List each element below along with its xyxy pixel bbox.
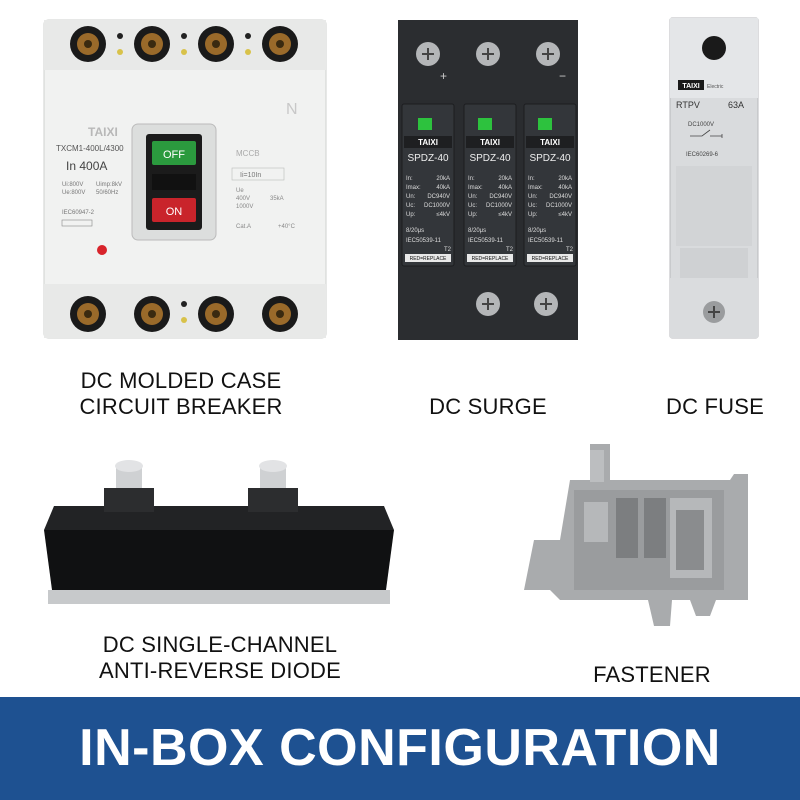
svg-text:Imax:: Imax:	[528, 185, 543, 191]
svg-text:Up:: Up:	[528, 212, 538, 218]
terminal-screws-bottom	[70, 296, 298, 332]
svg-text:SPDZ-40: SPDZ-40	[529, 153, 571, 164]
svg-text:20kA: 20kA	[498, 176, 512, 182]
svg-text:TAIXI: TAIXI	[418, 138, 438, 147]
svg-text:+40°C: +40°C	[278, 224, 296, 230]
svg-text:T2: T2	[444, 247, 452, 253]
in-box-banner	[0, 697, 800, 800]
svg-text:40kA: 40kA	[558, 185, 572, 191]
svg-text:Imax:: Imax:	[406, 185, 421, 191]
svg-text:TAIXI: TAIXI	[480, 138, 500, 147]
svg-text:Uc:: Uc:	[468, 203, 477, 209]
svg-text:RED=REPLACE: RED=REPLACE	[472, 256, 509, 262]
mccb-model: TXCM1-400L/4300	[56, 144, 124, 153]
svg-text:DC940V: DC940V	[489, 194, 512, 200]
svg-text:Cat.A: Cat.A	[236, 224, 251, 230]
off-button-label	[152, 141, 196, 165]
svg-text:63A: 63A	[728, 100, 744, 110]
banner-title: IN-BOX CONFIGURATION	[79, 719, 721, 777]
svg-text:Un:: Un:	[468, 194, 478, 200]
svg-text:40kA: 40kA	[498, 185, 512, 191]
svg-text:Ui:800V: Ui:800V	[62, 182, 83, 188]
svg-text:400V: 400V	[236, 196, 250, 202]
svg-text:RTPV: RTPV	[676, 100, 700, 110]
svg-text:SPDZ-40: SPDZ-40	[469, 153, 511, 164]
caption-fastener: FASTENER	[593, 662, 711, 687]
svg-text:+: +	[440, 69, 447, 83]
svg-text:ON: ON	[166, 206, 183, 218]
svg-text:Up:: Up:	[468, 212, 478, 218]
svg-text:≤4kV: ≤4kV	[436, 212, 450, 218]
caption-mccb: DC MOLDED CASE CIRCUIT BREAKER	[79, 368, 283, 419]
svg-text:−: −	[559, 69, 566, 83]
mccb-rating: In 400A	[66, 159, 107, 173]
svg-text:SPDZ-40: SPDZ-40	[407, 153, 449, 164]
svg-text:DC1000V: DC1000V	[546, 203, 572, 209]
svg-text:Ii=10In: Ii=10In	[240, 172, 261, 179]
svg-text:DC1000V: DC1000V	[486, 203, 512, 209]
svg-text:20kA: 20kA	[558, 176, 572, 182]
svg-text:Imax:: Imax:	[468, 185, 483, 191]
svg-text:1000V: 1000V	[236, 204, 253, 210]
svg-text:IEC60269-6: IEC60269-6	[686, 152, 719, 158]
svg-text:Uc:: Uc:	[406, 203, 415, 209]
svg-text:≤4kV: ≤4kV	[498, 212, 512, 218]
svg-text:IEC50539-11: IEC50539-11	[528, 238, 564, 244]
mccb-image: TAIXI TXCM1-400L/4300 In 400A Ui:800V Ui…	[43, 19, 327, 339]
svg-text:50/60Hz: 50/60Hz	[96, 190, 118, 196]
svg-text:In:: In:	[468, 176, 475, 182]
fuse-holder-image: TAIXI Electric RTPV 63A DC1000V IEC60269…	[669, 17, 759, 339]
svg-text:TAIXI: TAIXI	[540, 138, 560, 147]
svg-text:RED=REPLACE: RED=REPLACE	[410, 256, 447, 262]
svg-text:DC940V: DC940V	[549, 194, 572, 200]
svg-text:IEC50539-11: IEC50539-11	[406, 238, 442, 244]
svg-text:Un:: Un:	[406, 194, 416, 200]
svg-text:20kA: 20kA	[436, 176, 450, 182]
caption-surge: DC SURGE	[429, 394, 547, 419]
svg-text:DC1000V: DC1000V	[424, 203, 450, 209]
svg-text:8/20μs: 8/20μs	[528, 228, 546, 234]
svg-text:DC940V: DC940V	[427, 194, 450, 200]
surge-protector-image: + − TAIXI TAIXI TAIXI SPDZ-40 SPDZ-40 SP…	[398, 20, 578, 340]
svg-text:N: N	[286, 101, 298, 118]
caption-fuse: DC FUSE	[666, 394, 764, 419]
svg-text:In:: In:	[406, 176, 413, 182]
fastener-image	[524, 444, 748, 626]
svg-text:T2: T2	[566, 247, 574, 253]
svg-text:Uimp:8kV: Uimp:8kV	[96, 182, 122, 188]
svg-text:Ue:800V: Ue:800V	[62, 190, 85, 196]
svg-text:OFF: OFF	[163, 149, 185, 161]
svg-text:8/20μs: 8/20μs	[468, 228, 486, 234]
diode-module-image	[44, 460, 394, 604]
svg-text:IEC50539-11: IEC50539-11	[468, 238, 504, 244]
terminal-screws-top	[70, 26, 298, 62]
svg-text:Un:: Un:	[528, 194, 538, 200]
svg-text:35kA: 35kA	[270, 196, 284, 202]
trip-indicator	[97, 245, 107, 255]
on-button-label	[152, 198, 196, 222]
svg-text:DC1000V: DC1000V	[688, 122, 714, 128]
caption-diode: DC SINGLE-CHANNEL ANTI-REVERSE DIODE	[99, 632, 341, 683]
svg-text:Up:: Up:	[406, 212, 416, 218]
svg-text:RED=REPLACE: RED=REPLACE	[532, 256, 569, 262]
svg-text:≤4kV: ≤4kV	[558, 212, 572, 218]
svg-text:Ue: Ue	[236, 188, 244, 194]
svg-text:8/20μs: 8/20μs	[406, 228, 424, 234]
mccb-brand: TAIXI	[88, 125, 118, 139]
svg-text:In:: In:	[528, 176, 535, 182]
svg-text:40kA: 40kA	[436, 185, 450, 191]
svg-text:T2: T2	[506, 247, 514, 253]
svg-text:MCCB: MCCB	[236, 149, 260, 158]
svg-text:TAIXI: TAIXI	[682, 83, 699, 90]
svg-text:Electric: Electric	[707, 84, 724, 90]
svg-text:IEC60947-2: IEC60947-2	[62, 210, 95, 216]
svg-text:Uc:: Uc:	[528, 203, 537, 209]
